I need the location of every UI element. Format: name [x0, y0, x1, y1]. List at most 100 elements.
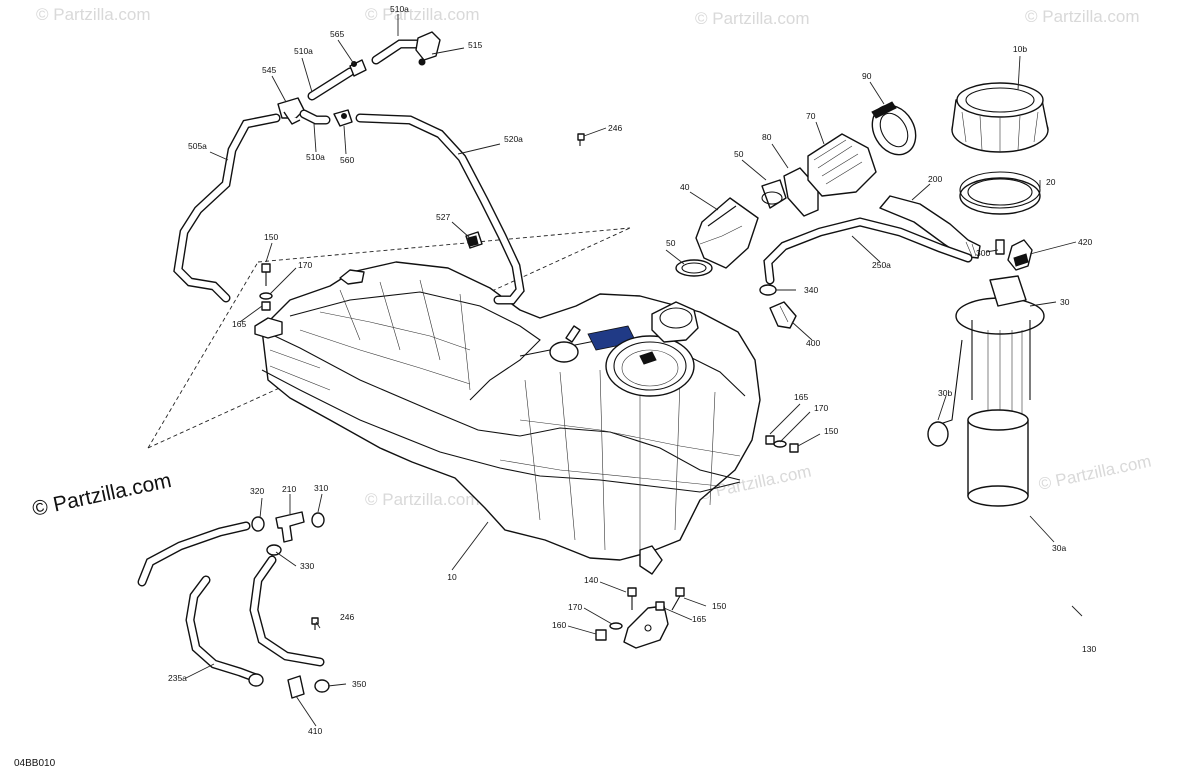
nut-165-right — [765, 435, 775, 445]
fuel-tank — [254, 261, 761, 575]
bracket-130 — [623, 605, 669, 649]
callout-235a: 235a — [168, 673, 187, 683]
callout-310: 310 — [314, 483, 328, 493]
clamp-340 — [759, 284, 777, 296]
tee-fitting-210 — [275, 511, 305, 543]
projection-lines — [147, 227, 631, 449]
clamp-350 — [314, 679, 330, 693]
washer-170-right — [773, 440, 787, 448]
callout-510a-top: 510a — [390, 4, 409, 14]
callout-246-bottom: 246 — [340, 612, 354, 622]
bolt-150-left — [261, 263, 271, 286]
callout-565: 565 — [330, 29, 344, 39]
vent-hose-520a — [355, 113, 525, 305]
filler-neck-70 — [807, 133, 877, 197]
callout-150-left: 150 — [264, 232, 278, 242]
watermark-text: © Partzilla.com — [365, 490, 480, 509]
callout-520a: 520a — [504, 134, 523, 144]
clamp-50-lower — [675, 259, 713, 277]
callout-165-left: 165 — [232, 319, 246, 329]
washer-170-left — [259, 292, 273, 300]
cap-ring-90 — [871, 101, 917, 156]
callout-210: 210 — [282, 484, 296, 494]
callout-505a: 505a — [188, 141, 207, 151]
fuel-filter-30a — [967, 409, 1029, 507]
connector-420 — [1007, 239, 1033, 271]
vent-hose-505a — [173, 113, 281, 303]
diagram-code: 04BB010 — [14, 758, 56, 769]
level-sender-30b — [927, 421, 949, 447]
callout-330: 330 — [300, 561, 314, 571]
callout-420: 420 — [1078, 237, 1092, 247]
watermark-text: © Partzilla.com — [36, 5, 151, 24]
watermark-text: © Partzilla.com — [1037, 452, 1153, 494]
callout-246-top: 246 — [608, 123, 622, 133]
clamp-330 — [266, 544, 282, 556]
fuel-hose-200 — [879, 195, 981, 259]
hose-bottom-left-1 — [137, 521, 251, 587]
callout-340: 340 — [804, 285, 818, 295]
nut-165-left — [261, 301, 271, 311]
callout-80: 80 — [762, 132, 772, 142]
callout-250a: 250a — [872, 260, 891, 270]
callout-50-lower: 50 — [666, 238, 676, 248]
callout-90: 90 — [862, 71, 872, 81]
callout-30a: 30a — [1052, 543, 1066, 553]
callout-30b: 30b — [938, 388, 952, 398]
fitting-300 — [995, 239, 1005, 255]
hose-510a-lower — [299, 109, 331, 125]
bolt-150-bottom — [671, 587, 685, 611]
leader-lines — [185, 14, 1083, 727]
clamp-320 — [251, 516, 265, 532]
callout-140: 140 — [584, 575, 598, 585]
callout-510a-middle: 510a — [294, 46, 313, 56]
watermark-text: © Partzilla.com — [695, 9, 810, 28]
hose-510a-top — [371, 39, 423, 65]
gasket-20 — [959, 171, 1041, 215]
callout-20: 20 — [1046, 177, 1056, 187]
tee-fitting-545 — [277, 97, 305, 125]
callout-170-left: 170 — [298, 260, 312, 270]
callout-10: 10 — [447, 572, 457, 582]
clamp-50-upper — [761, 179, 787, 209]
callout-165-right: 165 — [794, 392, 808, 402]
watermark-text: © Partzilla.com — [365, 5, 480, 24]
bolt-140 — [627, 587, 637, 610]
callout-510a-lower: 510a — [306, 152, 325, 162]
callout-320: 320 — [250, 486, 264, 496]
valve-515 — [415, 31, 441, 66]
clamp-310 — [311, 512, 325, 528]
callout-150-bottom: 150 — [712, 601, 726, 611]
lock-ring-10b — [951, 82, 1049, 153]
hose-bottom-middle — [249, 555, 325, 667]
nut-160 — [595, 629, 607, 641]
fuel-pump-module-30 — [939, 275, 1045, 425]
callout-400: 400 — [806, 338, 820, 348]
callout-527: 527 — [436, 212, 450, 222]
nut-165-bottom — [655, 601, 665, 611]
watermark-text: © Partzilla.com — [1025, 7, 1140, 26]
callout-300: 300 — [976, 248, 990, 258]
callout-40: 40 — [680, 182, 690, 192]
callout-labels: 10 10b 20 30 30a 30b 40 50 50 70 80 90 1… — [168, 4, 1096, 736]
callout-410: 410 — [308, 726, 322, 736]
hose-235a — [185, 575, 261, 683]
callout-560: 560 — [340, 155, 354, 165]
callout-70: 70 — [806, 111, 816, 121]
brand-label: © Partzilla.com — [30, 469, 173, 521]
callout-350: 350 — [352, 679, 366, 689]
callout-10b: 10b — [1013, 44, 1027, 54]
fitting-410 — [287, 675, 305, 699]
fuel-hose-250a — [763, 217, 973, 285]
callout-30: 30 — [1060, 297, 1070, 307]
screw-246-top — [577, 133, 585, 146]
clamp-235a-end — [248, 673, 264, 687]
callout-200: 200 — [928, 174, 942, 184]
callout-170-right: 170 — [814, 403, 828, 413]
callout-160: 160 — [552, 620, 566, 630]
clip-527 — [465, 231, 483, 249]
fitting-400 — [769, 301, 797, 329]
callout-50-upper: 50 — [734, 149, 744, 159]
filler-hose-40 — [695, 197, 759, 269]
